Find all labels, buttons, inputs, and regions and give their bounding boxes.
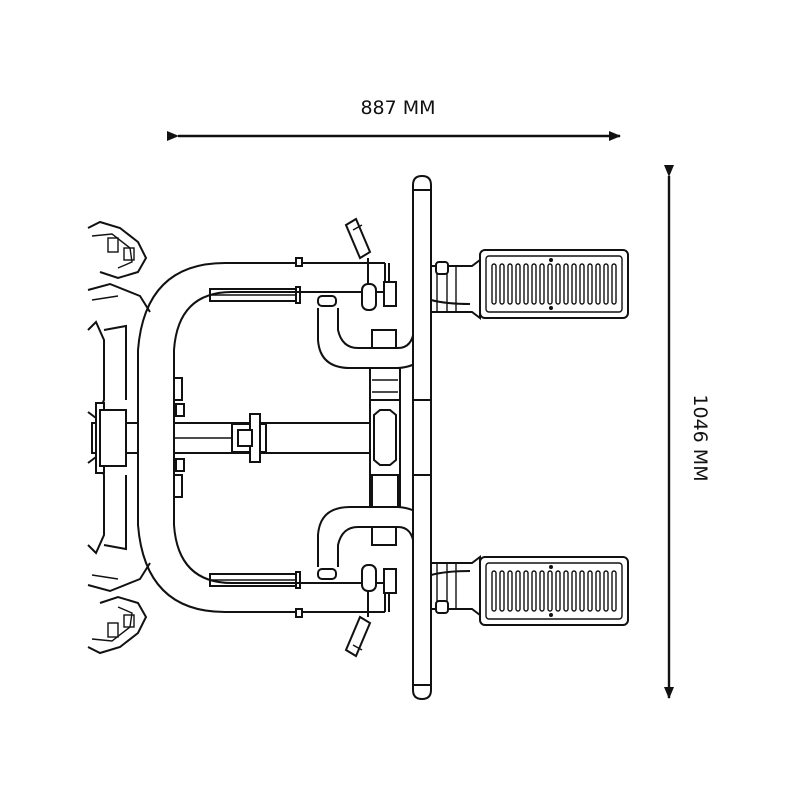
pedal-slot — [547, 263, 553, 305]
width-dimension: 887 MM — [167, 97, 621, 141]
pedal-rivet — [549, 565, 553, 569]
width-dimension-label: 887 MM — [360, 97, 435, 119]
pedal-slot — [571, 570, 577, 612]
pedal-slot — [515, 263, 521, 305]
pedal-rivet — [549, 258, 553, 262]
pedal-slot — [611, 263, 617, 305]
pedal-slot — [491, 570, 497, 612]
pedal-slot — [547, 570, 553, 612]
pedal-slot — [531, 570, 537, 612]
pedal-slot — [595, 263, 601, 305]
pedal-slot — [563, 570, 569, 612]
pedal-slot — [499, 570, 505, 612]
pedal-slot — [531, 263, 537, 305]
pedal-slot — [579, 263, 585, 305]
pedal-slot — [603, 570, 609, 612]
pedal-slot — [507, 263, 513, 305]
pedal-slot — [523, 570, 529, 612]
pedal-rivet — [549, 306, 553, 310]
pedal-slot — [523, 263, 529, 305]
pedal-slot — [587, 570, 593, 612]
center-crossbar — [91, 402, 375, 474]
pedal-slot — [563, 263, 569, 305]
pedal-slot — [499, 263, 505, 305]
height-dimension: 1046 MM — [664, 165, 711, 699]
pedal-slot — [507, 570, 513, 612]
pedal-slot — [611, 570, 617, 612]
pedal-slot — [603, 263, 609, 305]
pedal-slot — [571, 263, 577, 305]
pedal-slot — [555, 570, 561, 612]
pedal-slot — [555, 263, 561, 305]
pedal-slot — [515, 570, 521, 612]
pedal-slot — [491, 263, 497, 305]
center-column — [369, 399, 401, 508]
pedal-grip-slots — [491, 258, 617, 617]
height-dimension-label: 1046 MM — [689, 394, 711, 481]
machine-top-view — [87, 175, 629, 700]
pedal-slot — [595, 570, 601, 612]
pedal-rivet — [549, 613, 553, 617]
pedal-slot — [539, 263, 545, 305]
pedal-slot — [579, 570, 585, 612]
pedal-slot — [539, 570, 545, 612]
pedal-slot — [587, 263, 593, 305]
